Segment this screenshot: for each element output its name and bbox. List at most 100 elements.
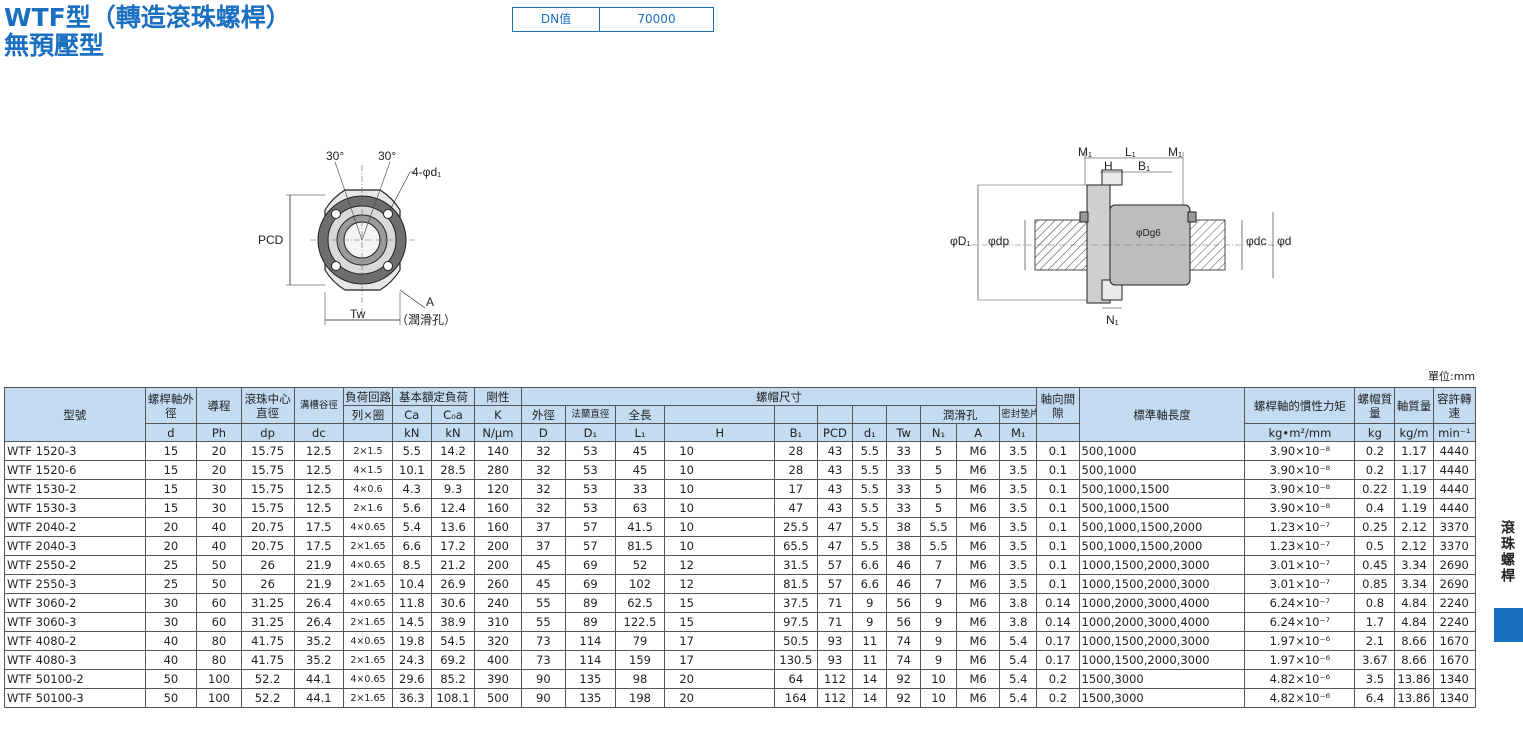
table-cell: WTF 3060-2	[4, 593, 146, 613]
table-cell: 37.5	[774, 593, 818, 613]
table-cell: 1.97×10⁻⁶	[1244, 650, 1356, 670]
table-cell: 2.12	[1394, 536, 1434, 556]
table-cell: 33	[886, 460, 922, 480]
table-cell: 56	[886, 612, 922, 632]
m1-left-label: M₁	[1078, 145, 1092, 159]
table-cell: 12	[664, 574, 776, 594]
table-cell: 80	[196, 650, 242, 670]
table-cell: 11	[852, 631, 888, 651]
th-rigidity: 剛性	[474, 387, 522, 406]
th-h-blank	[664, 405, 776, 424]
table-cell: 15.75	[240, 460, 295, 480]
table-cell: WTF 1530-3	[4, 498, 146, 518]
table-cell: 0.1	[1036, 555, 1080, 575]
th-model: 型號	[4, 387, 146, 442]
table-cell: 1.19	[1394, 479, 1434, 499]
table-cell: 100	[196, 669, 242, 689]
th-axial-clearance: 軸向間隙	[1036, 387, 1080, 424]
table-cell: 71	[816, 612, 854, 632]
th-sym-d1: d₁	[852, 423, 888, 442]
table-cell: 57	[816, 555, 854, 575]
table-cell: 6.6	[852, 574, 888, 594]
dc-label: φdc	[1246, 234, 1266, 248]
table-cell: 56	[886, 593, 922, 613]
th-sym-H: H	[664, 423, 776, 442]
table-cell: 0.17	[1036, 650, 1080, 670]
table-cell: 160	[474, 517, 522, 537]
table-cell: 45	[520, 574, 567, 594]
table-cell: 17.5	[293, 536, 345, 556]
table-cell: 3.5	[999, 498, 1038, 518]
th-std-length: 標準軸長度	[1078, 387, 1246, 442]
table-cell: 0.1	[1036, 517, 1080, 537]
table-cell: 13.86	[1394, 669, 1434, 689]
table-cell: 3.67	[1354, 650, 1396, 670]
table-cell: 30	[196, 479, 242, 499]
table-cell: 57	[565, 517, 616, 537]
table-cell: 1.17	[1394, 460, 1434, 480]
table-cell: 69	[565, 555, 616, 575]
th-sym-L1: L₁	[614, 423, 666, 442]
table-cell: 4.82×10⁻⁶	[1244, 669, 1356, 689]
table-cell: 35.2	[293, 631, 345, 651]
table-cell: 0.8	[1354, 593, 1396, 613]
side-section-tab	[1494, 608, 1523, 642]
table-cell: 44.1	[293, 688, 345, 708]
table-cell: 15	[144, 498, 198, 518]
table-cell: 36.3	[391, 688, 432, 708]
table-cell: 5.4	[999, 631, 1038, 651]
table-cell: 2690	[1432, 574, 1477, 594]
th-nut-mass-text: 螺帽質量	[1357, 391, 1393, 420]
table-cell: 69	[565, 574, 616, 594]
table-cell: 73	[520, 631, 567, 651]
th-shaft-od-text: 螺桿軸外徑	[147, 391, 194, 420]
th-sym-N1: N₁	[920, 423, 957, 442]
th-load: 基本額定負荷	[391, 387, 476, 406]
table-cell: 1000,1500,2000,3000	[1078, 555, 1246, 575]
table-cell: 15	[144, 460, 198, 480]
table-cell: 10	[664, 517, 776, 537]
table-cell: 0.2	[1036, 688, 1080, 708]
table-cell: 500,1000,1500	[1078, 498, 1246, 518]
table-cell: 140	[474, 441, 522, 461]
th-inertia-text: 螺桿軸的慣性力矩	[1253, 398, 1346, 413]
table-cell: 52.2	[240, 669, 295, 689]
table-cell: 9	[852, 612, 888, 632]
table-cell: 2×1.6	[343, 498, 393, 518]
table-cell: 1.23×10⁻⁷	[1244, 517, 1356, 537]
table-cell: 1500,3000	[1078, 688, 1246, 708]
table-cell: 3.90×10⁻⁸	[1244, 498, 1356, 518]
table-cell: 135	[565, 688, 616, 708]
table-cell: 10.1	[391, 460, 432, 480]
table-cell: 28.5	[430, 460, 476, 480]
table-cell: 53	[565, 460, 616, 480]
table-cell: 30	[196, 498, 242, 518]
table-cell: M6	[955, 441, 1001, 461]
table-cell: 53	[565, 441, 616, 461]
table-cell: 40	[196, 536, 242, 556]
table-cell: 500,1000,1500	[1078, 479, 1246, 499]
table-cell: 13.86	[1394, 688, 1434, 708]
nut-front-view-drawing: 30° 30° 4-φd₁ PCD Tw A （潤滑孔）	[250, 140, 480, 340]
th-k: K	[474, 405, 522, 424]
table-cell: M6	[955, 669, 1001, 689]
table-cell: 26.4	[293, 593, 345, 613]
th-sym-PCD: PCD	[816, 423, 854, 442]
th-length: 全長	[614, 405, 666, 424]
table-cell: 63	[614, 498, 666, 518]
table-cell: WTF 1530-2	[4, 479, 146, 499]
table-cell: 1.19	[1394, 498, 1434, 518]
table-cell: 41.5	[614, 517, 666, 537]
table-cell: 6.6	[391, 536, 432, 556]
table-cell: 1000,1500,2000,3000	[1078, 574, 1246, 594]
th-b1-blank	[774, 405, 818, 424]
table-cell: 1.97×10⁻⁶	[1244, 631, 1356, 651]
table-cell: 4×0.65	[343, 517, 393, 537]
table-cell: 1000,2000,3000,4000	[1078, 612, 1246, 632]
table-cell: 10	[664, 498, 776, 518]
table-cell: 1000,2000,3000,4000	[1078, 593, 1246, 613]
table-cell: 20	[144, 536, 198, 556]
table-cell: 114	[565, 650, 616, 670]
